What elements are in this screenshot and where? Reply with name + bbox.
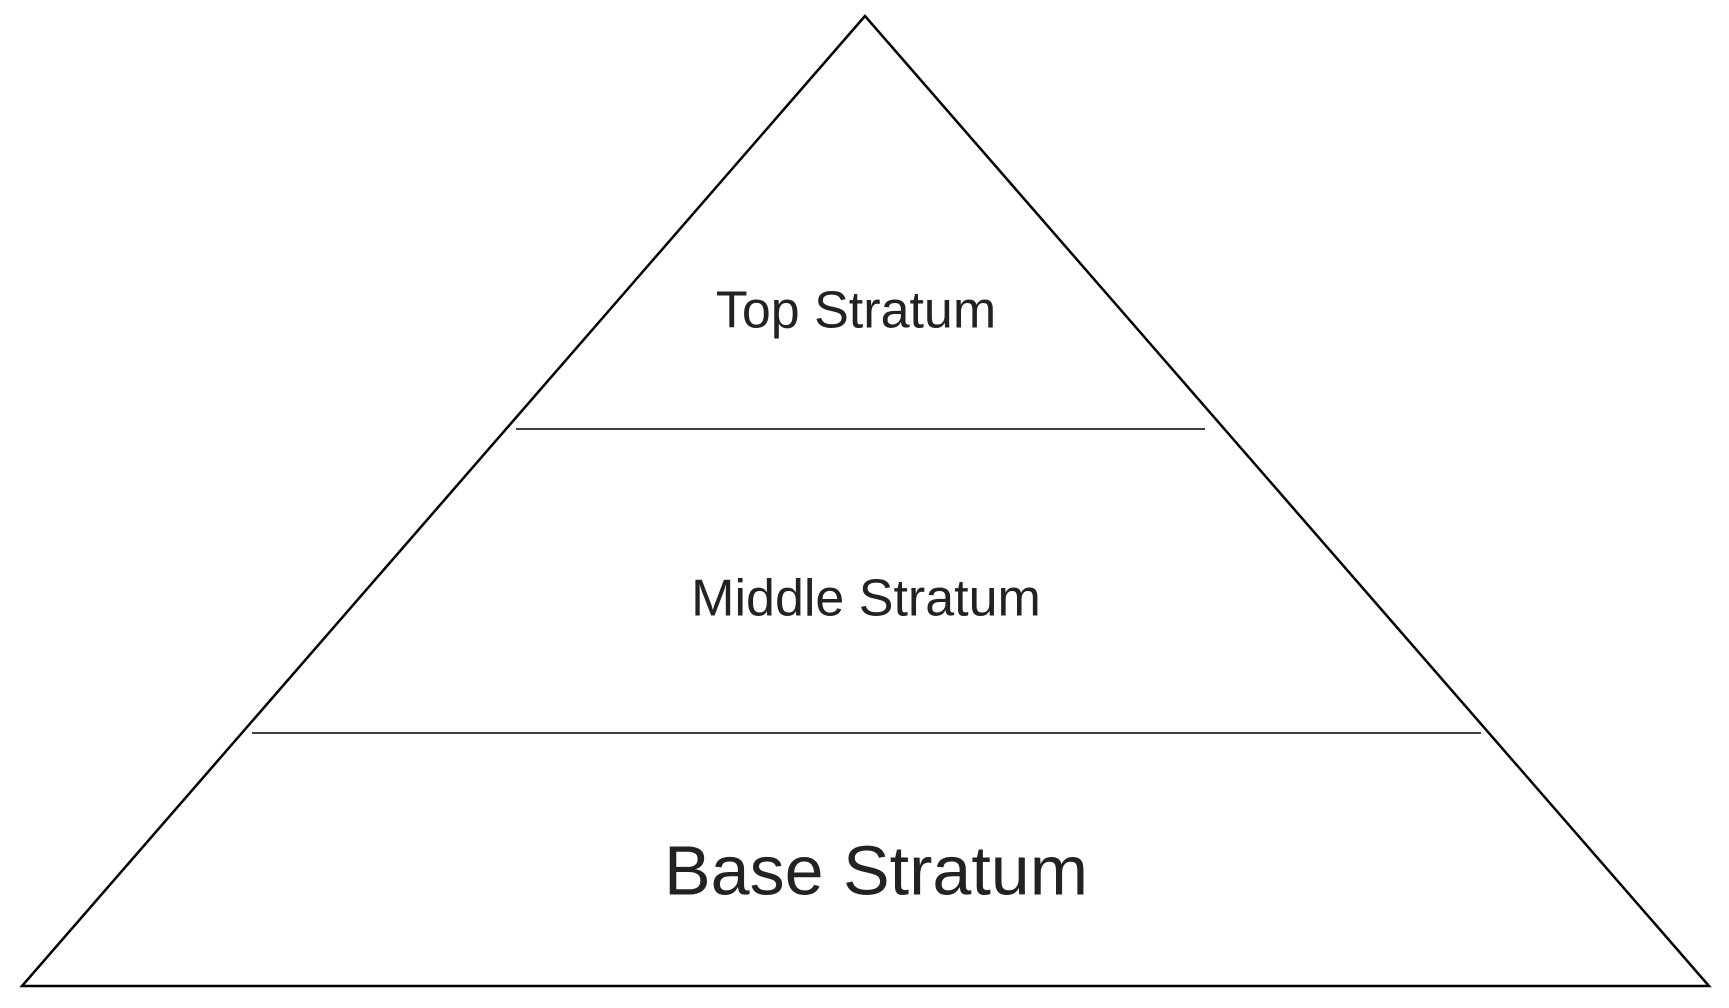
top-stratum-label: Top Stratum	[716, 282, 996, 340]
middle-stratum-label: Middle Stratum	[691, 570, 1041, 628]
base-stratum-label: Base Stratum	[664, 831, 1088, 909]
pyramid-outline	[19, 14, 1712, 988]
